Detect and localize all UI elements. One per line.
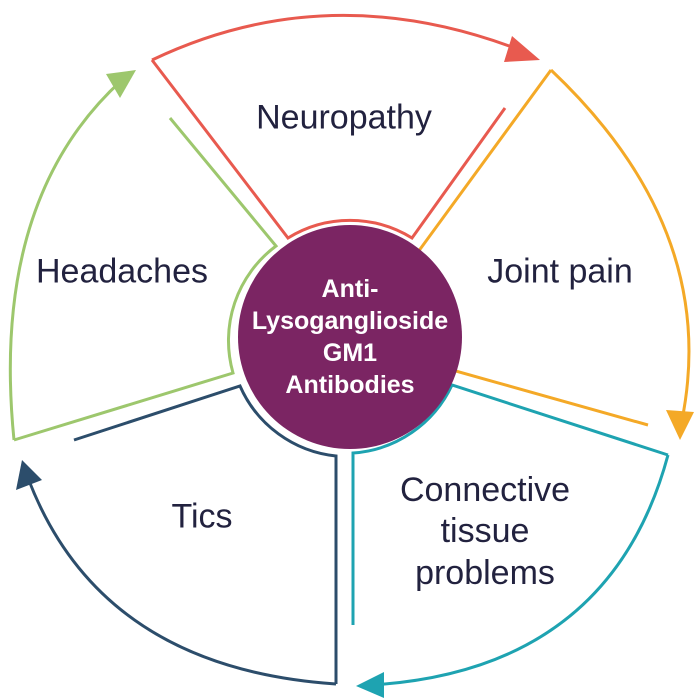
label-headaches: Headaches (35, 252, 209, 291)
tics-outer-arc (26, 477, 337, 686)
headaches-outline (13, 117, 279, 442)
center-label: Anti- Lysoganglioside GM1 Antibodies (252, 273, 448, 401)
headaches-outer-arc (8, 78, 124, 441)
joint-pain-outer-arc (549, 68, 691, 421)
label-joint-pain: Joint pain (487, 252, 633, 291)
segment-neuropathy (150, 14, 540, 241)
center-circle (238, 225, 462, 449)
label-connective-tissue: Connective tissue problems (399, 470, 571, 592)
center-line-2: Lysoganglioside (251, 307, 449, 335)
connective-arrowhead (356, 672, 384, 698)
connective-outline (351, 383, 669, 625)
segment-headaches (8, 70, 279, 442)
neuropathy-arrowhead (504, 36, 540, 62)
joint-pain-arrowhead (666, 410, 694, 440)
label-neuropathy: Neuropathy (256, 98, 432, 137)
tics-arrowhead (16, 460, 42, 490)
neuropathy-outline (150, 59, 507, 241)
tics-outline (73, 384, 338, 684)
segment-tics (16, 384, 338, 686)
center-line-3: GM1 (322, 339, 378, 367)
center-line-4: Antibodies (285, 371, 415, 399)
center-line-1: Anti- (321, 275, 379, 303)
neuropathy-outer-arc (151, 14, 526, 62)
label-tics: Tics (171, 497, 233, 536)
segment-connective-tissue (351, 383, 670, 698)
headaches-arrowhead (106, 70, 136, 98)
connective-outer-arc (371, 454, 670, 687)
